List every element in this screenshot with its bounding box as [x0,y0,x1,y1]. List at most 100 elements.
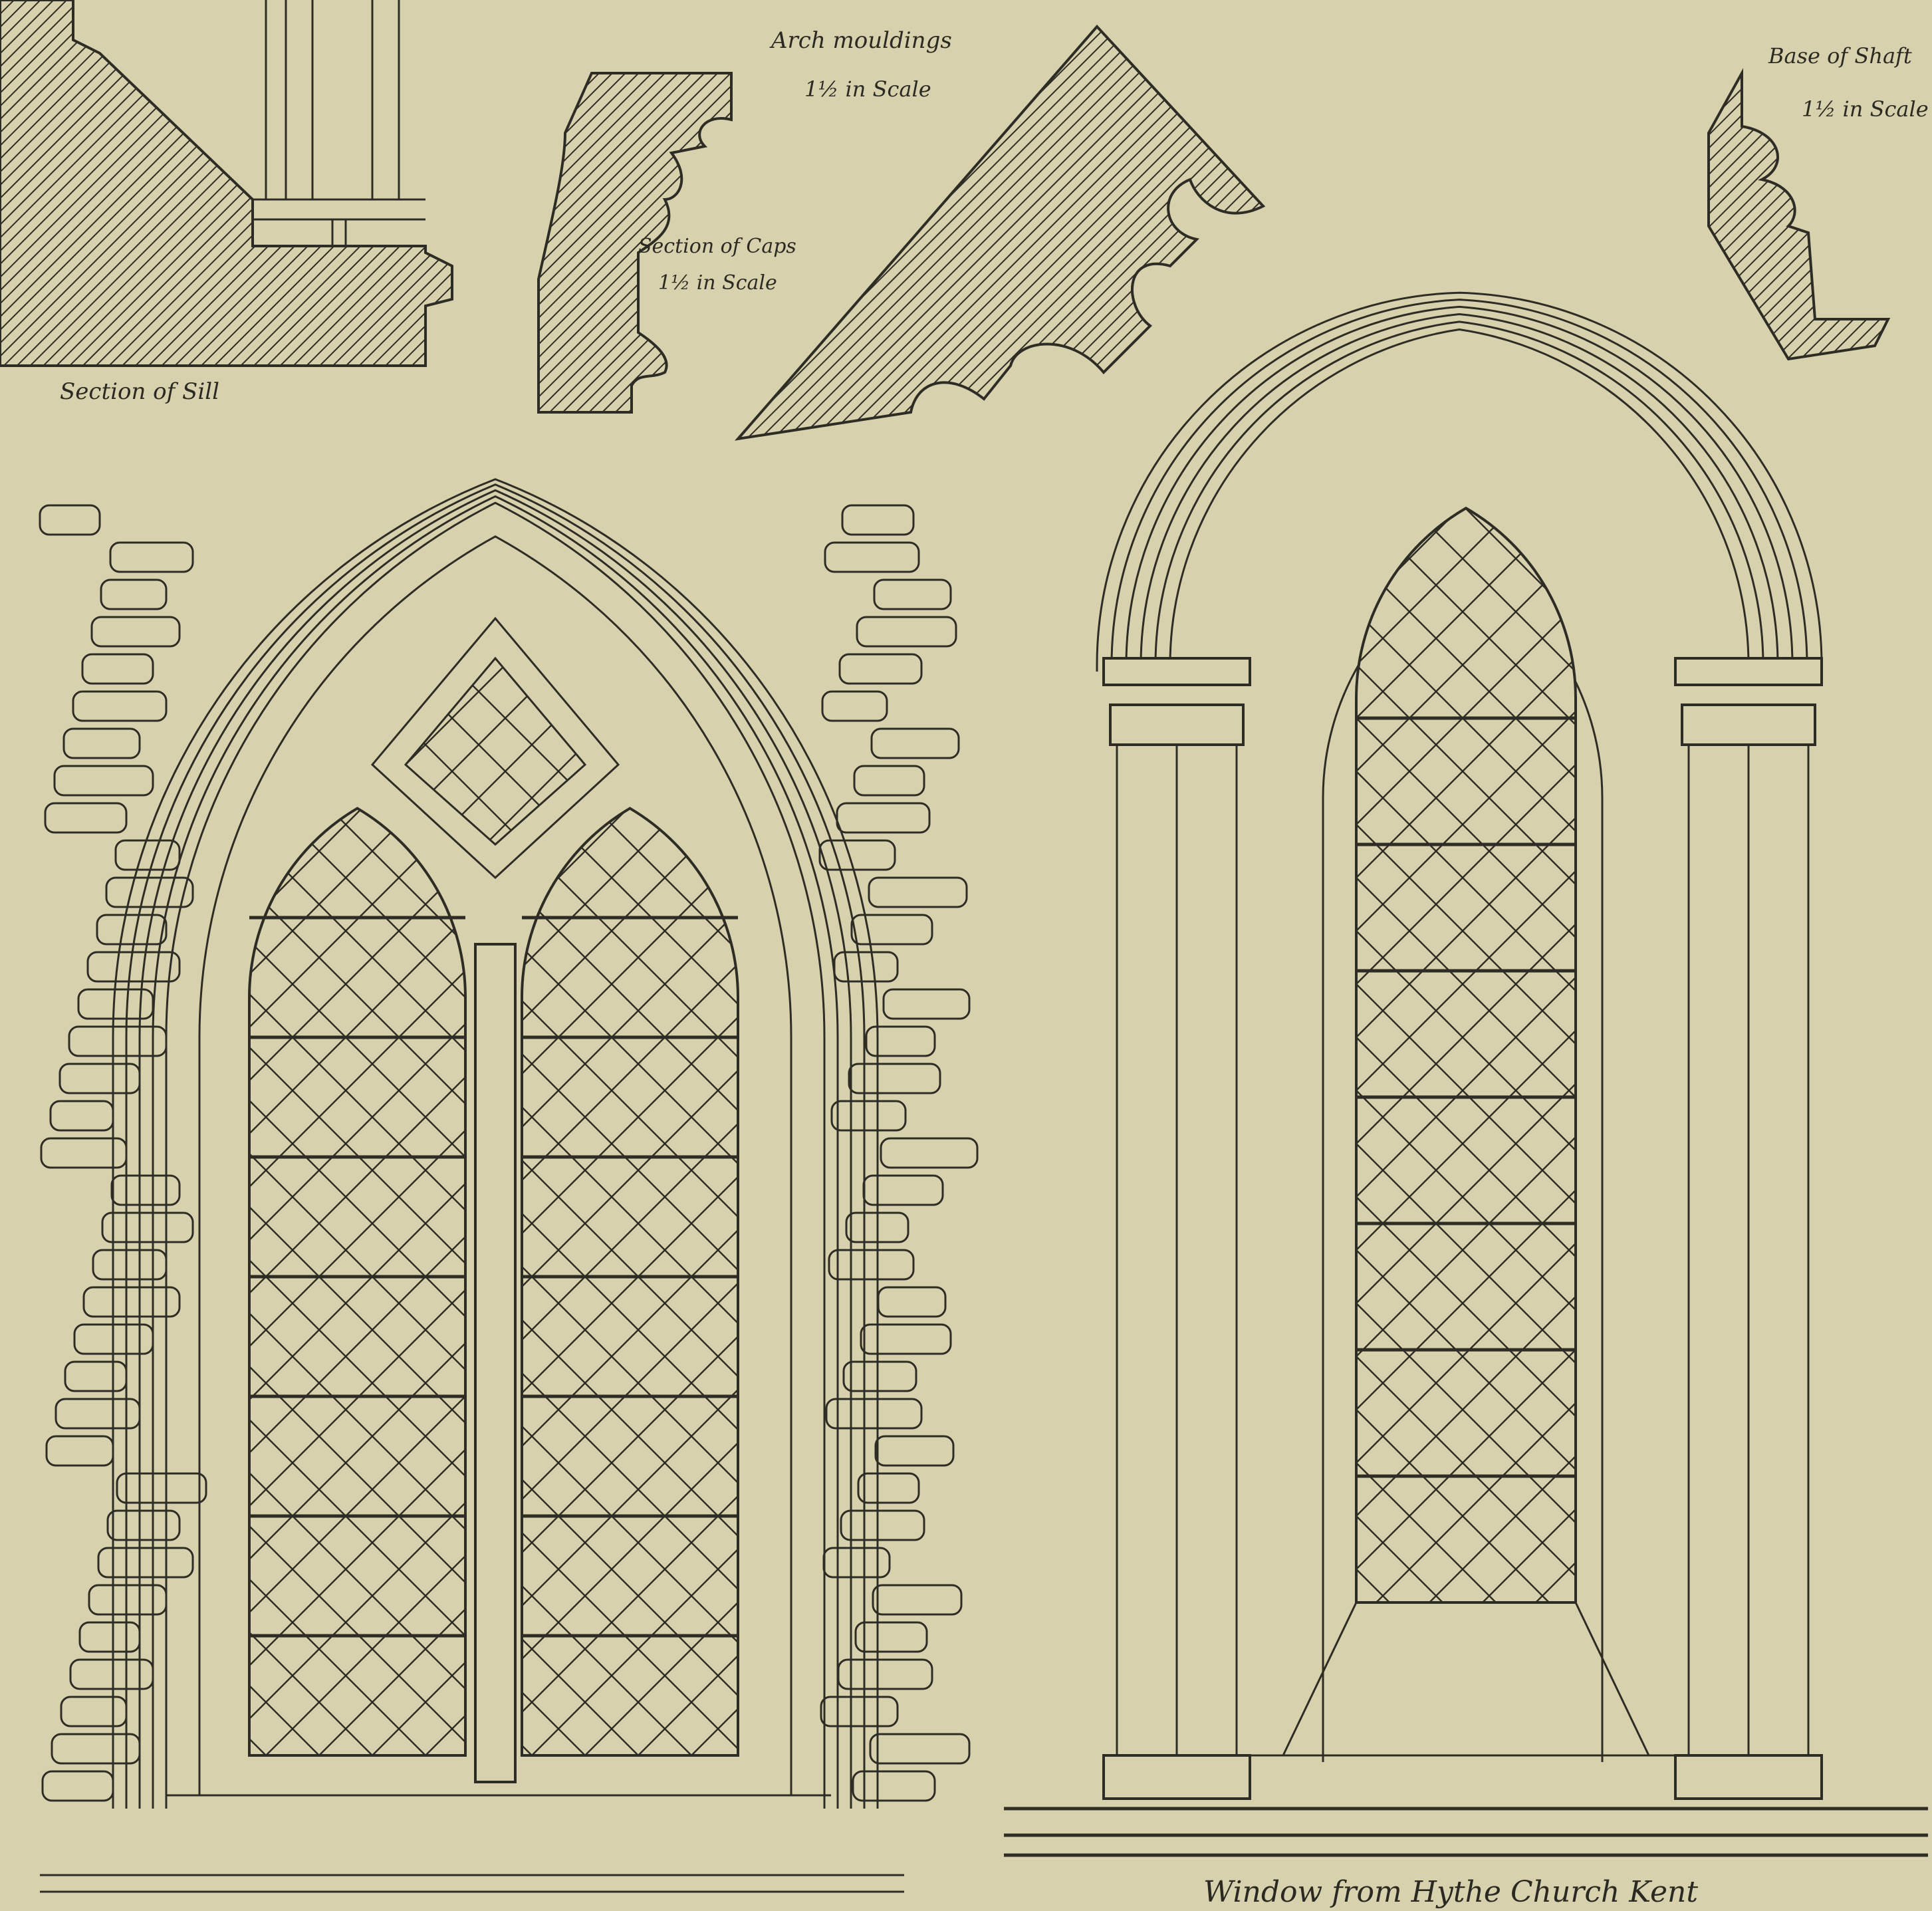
wall-stone [862,1174,944,1206]
arch-order [1169,328,1750,672]
wall-stone [872,1584,963,1616]
wall-stone [882,988,971,1020]
wall-stone [837,1658,933,1690]
wall-stone [82,1286,181,1318]
tracery-quatrefoil [370,616,620,880]
arch-moulding [125,483,866,1809]
wall-stone [49,1100,114,1132]
wall-stone [830,1100,907,1132]
wall-stone [62,727,141,759]
hythe-lancet-window-drawing [1004,291,1928,1857]
base-of-shaft-label: Base of Shaft [1768,43,1912,68]
caps-section-drawing: Section of Caps 1½ in Scale [537,72,796,414]
arch-moulding [152,495,839,1809]
wall-stone [818,839,896,871]
arch-order [1110,299,1808,672]
arch-moulding [138,489,852,1809]
wall-stone [53,765,154,797]
arch-order [1140,313,1779,672]
base-of-shaft-drawing: Base of Shaft 1½ in Scale [1707,43,1929,361]
arch-moulding [112,478,879,1809]
wall-stone [852,1770,936,1802]
wall-stone [822,1547,891,1579]
arch-order [1096,291,1823,672]
wall-stone [857,1472,920,1504]
wall-stone [870,727,960,759]
wall-stone [105,876,194,908]
capital-abacus [1674,657,1823,686]
wall-stone [110,1174,181,1206]
arch-order [1154,320,1764,672]
left-light-glazing [248,807,467,1757]
capital-bell [1681,703,1816,746]
wall-stone [106,1509,181,1541]
wall-stone [840,1509,925,1541]
capital-bell [1109,703,1245,746]
wall-stone [828,1249,915,1281]
capital-abacus [1102,657,1251,686]
column-base [1674,1754,1823,1800]
plate-caption: Window from Hythe Church Kent [1203,1875,1698,1909]
wall-stone [92,1249,168,1281]
wall-stone [850,914,933,946]
wall-stone [836,802,931,834]
sill-section-drawing: Section of Sill [0,0,453,405]
wall-stone [41,1770,114,1802]
sill-splay [1250,1602,1675,1757]
arch-mouldings-scale-label: 1½ in Scale [804,76,931,102]
wall-stone [856,616,957,648]
wall-stone [60,1696,128,1727]
mullion [474,943,517,1783]
wall-stone [821,690,888,722]
wall-stone [81,653,154,685]
arch-mouldings-label: Arch mouldings [769,27,952,54]
lancet-glazing [1355,506,1577,1604]
wall-stone [86,951,181,983]
wall-stone [842,1360,917,1392]
wall-stone [825,1398,923,1430]
wall-stone [874,1435,955,1467]
wall-stone [96,914,168,946]
wall-stone [68,1025,168,1057]
wall-stone [868,876,968,908]
wall-stone [78,1621,141,1653]
wall-stone [114,839,181,871]
wall-stone [853,765,925,797]
wall-stone [109,541,194,573]
wall-stone [116,1472,207,1504]
right-light-glazing [521,807,739,1757]
base-of-shaft-scale-label: 1½ in Scale [1802,96,1929,122]
wall-stone [873,578,952,610]
caps-scale-label: 1½ in Scale [658,271,777,295]
wall-stone [824,541,920,573]
tracery-glazing [404,656,587,846]
wall-stone [841,504,915,536]
wall-stone [64,1360,128,1392]
arch-moulding [165,501,826,1809]
arch-order [1125,305,1794,672]
sill-label: Section of Sill [60,378,219,405]
wall-stone [44,802,128,834]
wall-stone [88,1584,168,1616]
wall-stone [854,1621,928,1653]
wall-stone [833,951,899,983]
arch-mouldings-drawing: Arch mouldings 1½ in Scale [734,25,1266,441]
sill-lines [40,1794,904,1893]
wall-stone [838,653,923,685]
wall-stone [877,1286,947,1318]
wall-stone [848,1063,941,1094]
wall-stone [869,1733,971,1765]
wall-stone [90,616,181,648]
wall-stone [39,504,101,536]
wall-stone [865,1025,936,1057]
wall-stone [860,1323,952,1355]
wall-stone [880,1137,979,1169]
wall-stone [72,690,168,722]
wall-stone [820,1696,899,1727]
wall-stone [97,1547,194,1579]
column-base [1102,1754,1251,1800]
wall-stone [45,1435,114,1467]
caps-label: Section of Caps [638,235,796,258]
wall-stone [100,578,168,610]
